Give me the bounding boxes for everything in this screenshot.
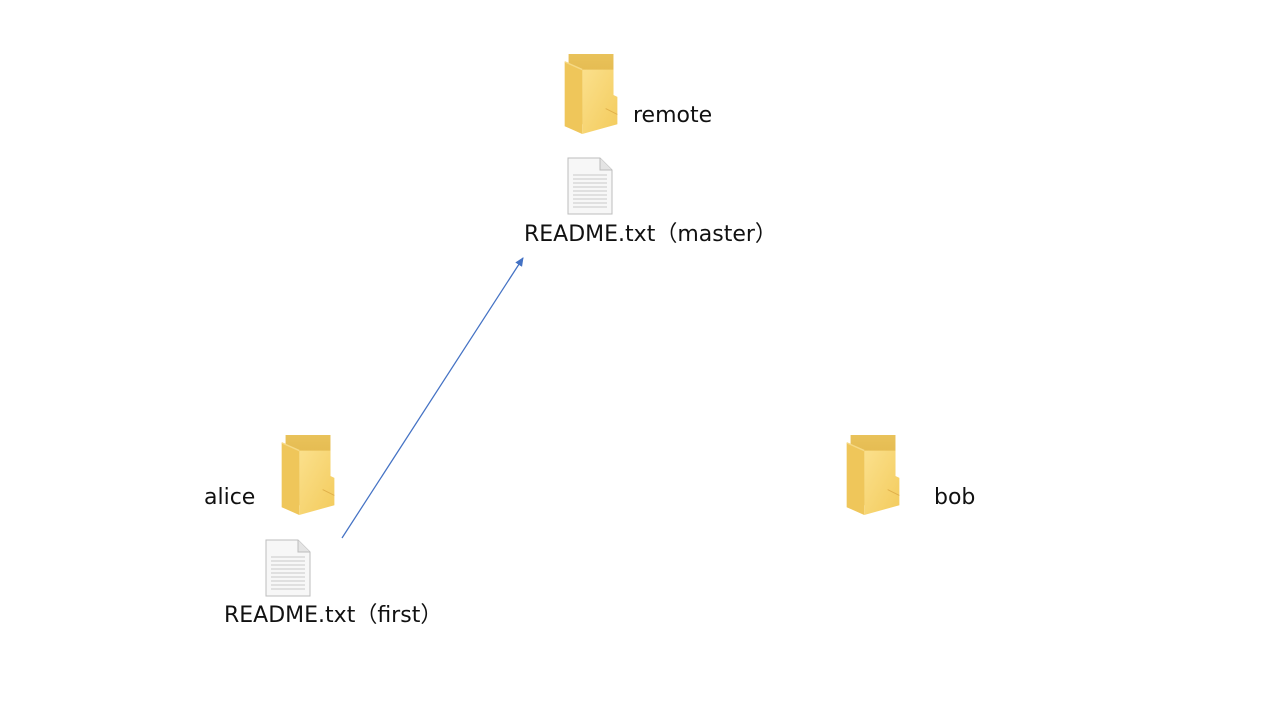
alice-folder-icon[interactable] [279,433,339,515]
remote-readme-file-icon[interactable] [567,157,613,215]
bob-folder-icon[interactable] [844,433,904,515]
alice-readme-file-label: README.txt（first） [224,603,443,628]
remote-folder-label: remote [633,103,713,128]
alice-readme-file-icon[interactable] [265,539,311,597]
remote-readme-file-label: README.txt（master） [524,222,777,247]
alice-folder-label: alice [204,485,256,510]
remote-folder-icon[interactable] [562,52,622,134]
push-arrow-line [341,257,524,539]
bob-folder-label: bob [934,485,976,510]
